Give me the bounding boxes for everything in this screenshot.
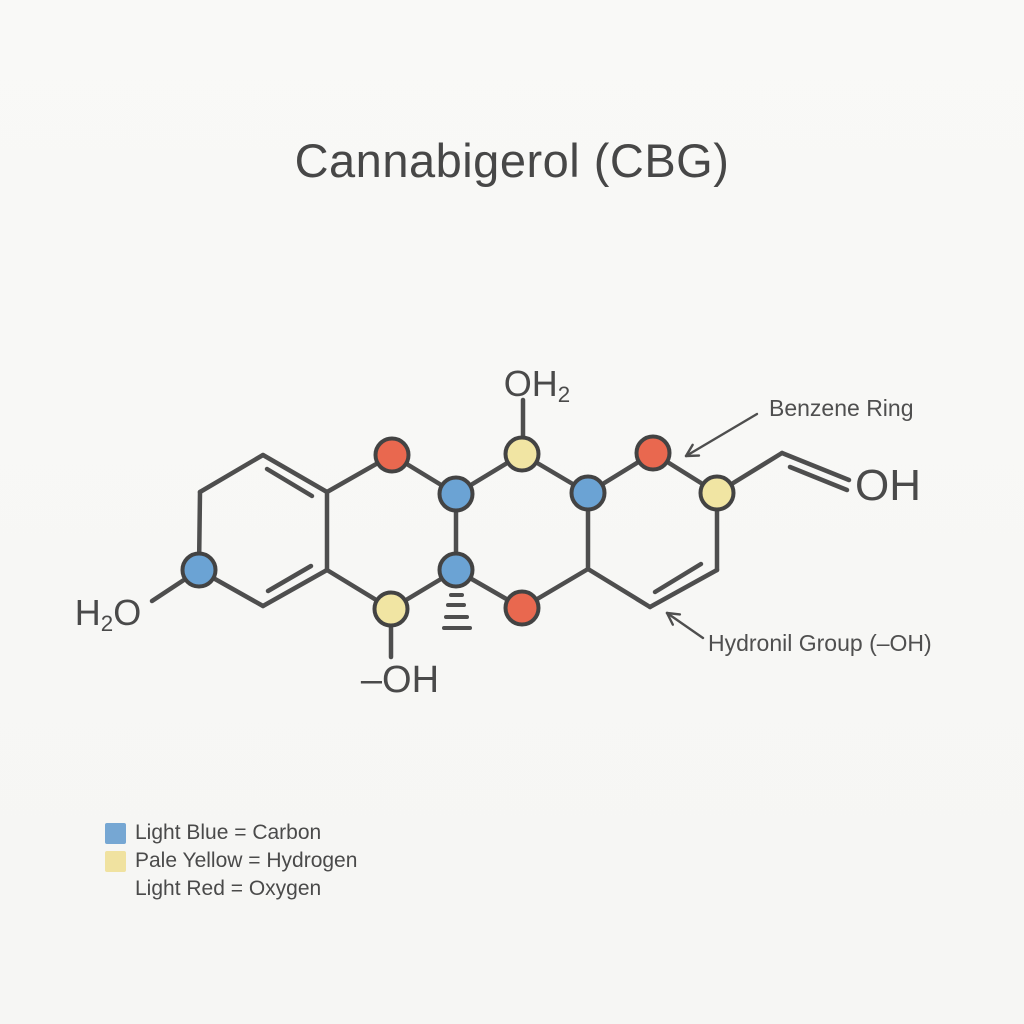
legend-label-hydrogen: Pale Yellow = Hydrogen [135, 849, 358, 872]
atom-oxygen [503, 589, 541, 627]
bond-line [197, 452, 266, 495]
atom-carbon [569, 474, 607, 512]
bond-line [585, 566, 653, 610]
hydronil-group-annotation-arrowhead [665, 611, 682, 616]
bond-line [779, 450, 852, 483]
atom-hydrogen [503, 435, 541, 473]
atom-carbon [180, 551, 218, 589]
bond-line [260, 567, 330, 609]
legend-row-hydrogen: Pale Yellow = Hydrogen [105, 847, 357, 875]
bond-line [647, 567, 720, 610]
legend-row-oxygen: Light Red = Oxygen [105, 875, 357, 903]
atom-carbon [437, 475, 475, 513]
double-bond-inner-line [265, 563, 314, 594]
oh2-label: OH2 [504, 363, 570, 407]
legend-row-carbon: Light Blue = Carbon [105, 819, 357, 847]
hydronil-group-annotation-arrow [665, 611, 705, 640]
atom-hydrogen [372, 590, 410, 628]
hydronil-group-annotation-arrowhead [665, 611, 675, 626]
benzene-ring-annotation-arrowhead [684, 443, 694, 458]
double-bond-inner-line [652, 561, 704, 595]
carbon-color-swatch-icon [105, 822, 126, 844]
atom-oxygen [373, 436, 411, 474]
hydrogen-color-swatch-icon [105, 850, 126, 872]
oh-bottom-label: –OH [361, 659, 439, 701]
h2o-label: H2O [75, 592, 141, 636]
atom-carbon [437, 551, 475, 589]
double-bond-inner-line [264, 466, 315, 499]
benzene-ring-annotation-text: Benzene Ring [769, 395, 914, 421]
bond-line [260, 452, 330, 495]
legend-label-carbon: Light Blue = Carbon [135, 821, 322, 844]
color-legend: Light Blue = Carbon Pale Yellow = Hydrog… [105, 819, 357, 903]
figure-title: Cannabigerol (CBG) [294, 134, 730, 187]
atom-hydrogen [698, 474, 736, 512]
benzene-ring-annotation-arrow [684, 412, 759, 458]
atom-oxygen [634, 434, 672, 472]
oh-right-label: OH [855, 461, 921, 510]
bond-line [787, 464, 850, 493]
hydronil-group-annotation-text: Hydronil Group (–OH) [708, 630, 932, 656]
legend-label-oxygen: Light Red = Oxygen [135, 877, 322, 900]
